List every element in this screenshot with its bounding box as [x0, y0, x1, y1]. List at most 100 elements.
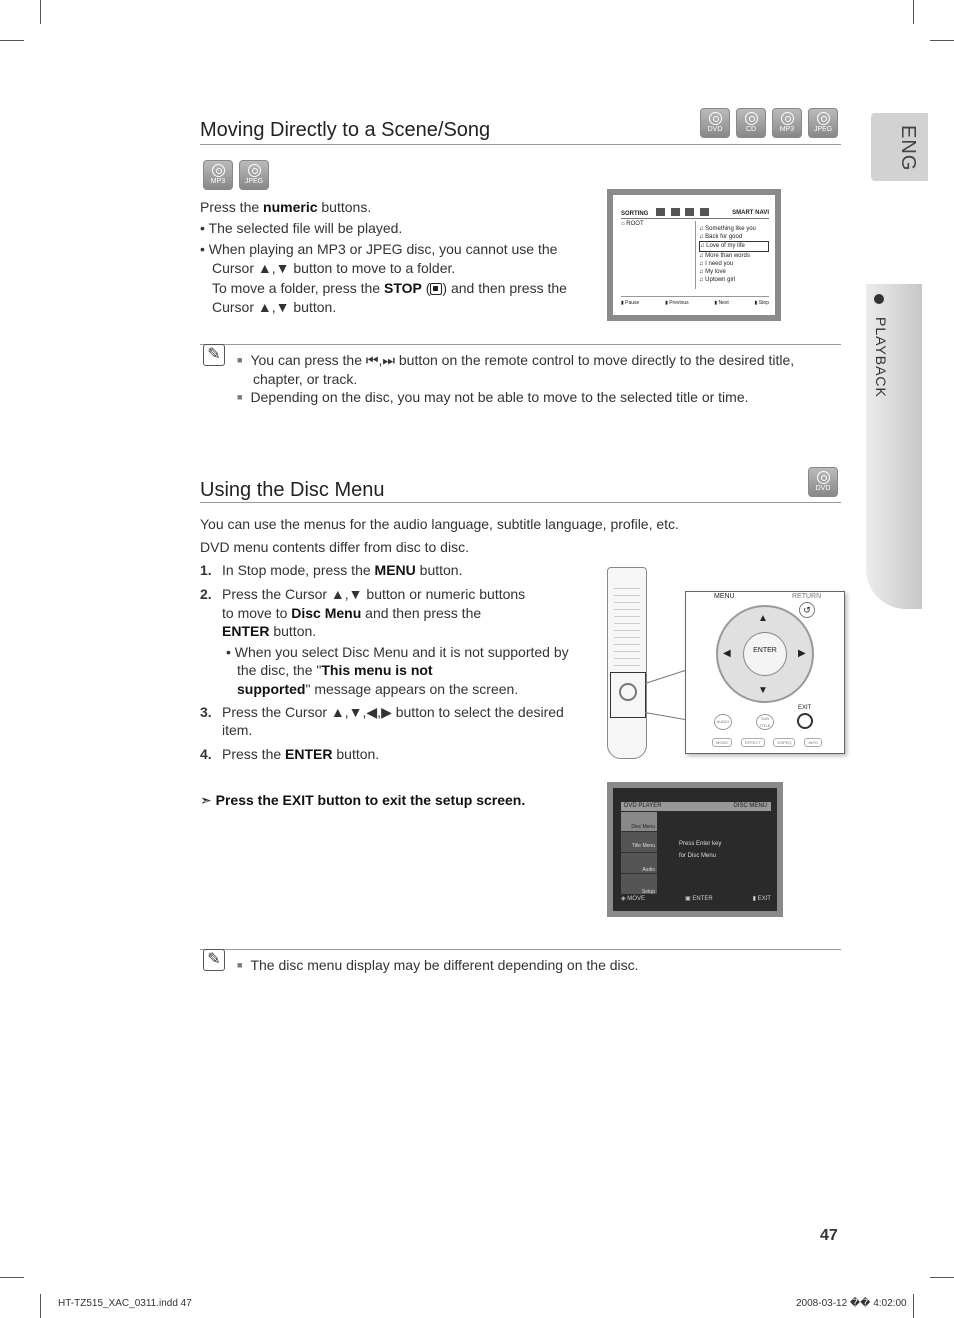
note-icon: ✎ [203, 949, 225, 971]
note2-item: ■Depending on the disc, you may not be a… [237, 389, 749, 405]
subtitle-button[interactable]: SUB TITLE [756, 714, 774, 730]
disc-menu-message: Press Enter key for Disc Menu [679, 838, 721, 862]
section2-intro-1: You can use the menus for the audio lang… [200, 516, 679, 532]
remote-zoom-panel: MENU RETURN ↺ ▲ ▼ ◀ ▶ ENTER EXIT AUDIO S… [685, 591, 845, 754]
folder-panel: ⌂ ROOT [621, 221, 696, 289]
right-arrow-icon[interactable]: ▶ [798, 648, 806, 659]
note1-item-line: chapter, or track. [253, 371, 358, 387]
section1-bullet-2-line: Cursor ▲,▼ button to move to a folder. [212, 260, 456, 276]
exit-button[interactable] [797, 713, 813, 729]
song-list: ♫ Something like you ♫ Back for good ♫ L… [699, 225, 769, 284]
disc-menu-topbar: DVD PLAYER DISC MENU [621, 802, 771, 811]
page-number: 47 [820, 1227, 838, 1244]
section1-bullet-2-line: Cursor ▲,▼ button. [212, 299, 337, 315]
next-hint: ▮ Next [714, 300, 729, 306]
mp3-browser-screen: SORTING SMART NAVI ⌂ ROOT ♫ Something li… [607, 189, 781, 321]
menu-item-audio[interactable]: Audio [621, 853, 657, 874]
remote-nav-highlight [610, 672, 646, 718]
cd-disc-icon: CD [736, 108, 766, 138]
enter-label: ENTER [753, 647, 777, 654]
list-item[interactable]: ♫ My love [699, 269, 726, 276]
footer-date: 2008-03-12 �� 4:02:00 [796, 1298, 907, 1309]
disc-menu-title: DISC MENU [733, 803, 767, 809]
step-4: 4.Press the ENTER button. [200, 746, 380, 762]
crop-mark [0, 1277, 24, 1278]
pause-hint: ▮ Pause [621, 300, 640, 306]
move-hint: ◈ MOVE [621, 896, 645, 902]
menu-item-setup[interactable]: Setup [641, 889, 655, 895]
enter-button[interactable]: ENTER [743, 632, 787, 676]
previous-hint: ▮ Previous [665, 300, 689, 306]
section1-title: Moving Directly to a Scene/Song [200, 119, 491, 141]
step-2: 2.Press the Cursor ▲,▼ button or numeric… [200, 586, 526, 602]
remote-button-grid [614, 582, 640, 674]
section1-rule [200, 144, 841, 145]
menu-item-title-menu[interactable]: Title Menu [621, 832, 657, 853]
note1-item: ■You can press the ⏮,⏭ button on the rem… [237, 352, 795, 368]
section2-intro-2: DVD menu contents differ from disc to di… [200, 539, 469, 555]
menu-item-disc-menu[interactable]: Disc Menu [621, 812, 657, 832]
mp3-disc-icon: MP3 [203, 160, 233, 190]
browser-topbar: SORTING SMART NAVI [621, 208, 769, 219]
music-icon [656, 208, 666, 216]
step-2-line: ENTER button. [222, 623, 317, 639]
arrow-icon: ➣ [200, 792, 216, 808]
list-item[interactable]: ♫ I need you [699, 260, 734, 267]
list-item[interactable]: ♫ Back for good [699, 234, 743, 241]
browser-footer: ▮ Pause ▮ Previous ▮ Next ▮ Stop [621, 296, 769, 306]
list-item[interactable]: ♫ Something like you [699, 226, 756, 232]
step-2-line: to move to Disc Menu and then press the [222, 605, 482, 621]
sorting-label: SORTING [621, 211, 649, 217]
video-icon [685, 208, 695, 216]
step-2-bullet: • When you select Disc Menu and it is no… [226, 644, 569, 660]
list-item[interactable]: ♫ More than words [699, 252, 750, 259]
enter-hint: ▣ ENTER [684, 896, 713, 902]
dspeq-button[interactable]: DSPEQ [773, 738, 796, 747]
info-button[interactable]: INFO [804, 738, 822, 747]
section-tab-bullet [874, 294, 884, 304]
return-button[interactable]: ↺ [799, 602, 815, 618]
exit-button-label: EXIT [798, 705, 812, 711]
step-2-bullet-line: the disc, the "This menu is not [237, 662, 433, 678]
list-item[interactable]: ♫ Love of my life [699, 241, 769, 252]
footer-file: HT-TZ515_XAC_0311.indd 47 [58, 1298, 192, 1309]
callout-line [644, 712, 687, 721]
remote-control [607, 567, 647, 759]
photo-icon [670, 208, 680, 216]
section2-title: Using the Disc Menu [200, 479, 385, 501]
note-icon: ✎ [203, 344, 225, 366]
mp3-disc-icon: MP3 [772, 108, 802, 138]
menu-button-label: MENU [714, 593, 735, 600]
audio-button[interactable]: AUDIO [714, 714, 732, 730]
step-1: 1.In Stop mode, press the MENU button. [200, 562, 463, 578]
smart-navi-label: SMART NAVI [732, 210, 769, 216]
lang-tab: ENG [871, 113, 928, 181]
section1-bullet-2: • When playing an MP3 or JPEG disc, you … [200, 241, 558, 257]
step-3-line: item. [222, 722, 253, 738]
disc-menu-screen: DVD PLAYER DISC MENU Disc Menu Title Men… [607, 782, 783, 917]
exit-hint: ▮ EXIT [752, 896, 771, 902]
exit-tip: ➣ Press the EXIT button to exit the setu… [200, 792, 526, 808]
lang-tab-label: ENG [897, 125, 919, 172]
mode-button[interactable]: MODE [712, 738, 732, 747]
crop-mark [930, 40, 954, 41]
message-line: Press Enter key [679, 841, 722, 847]
crop-mark [913, 1294, 914, 1318]
stop-hint: ▮ Stop [754, 300, 769, 306]
note1-rule [200, 344, 841, 345]
message-line: for Disc Menu [679, 853, 717, 859]
effect-button[interactable]: EFFECT [740, 738, 765, 747]
list-item[interactable]: ♫ Uptown girl [699, 277, 736, 284]
dvd-disc-icon: DVD [700, 108, 730, 138]
note3-item: ■The disc menu display may be different … [237, 957, 639, 973]
crop-mark [40, 1294, 41, 1318]
down-arrow-icon[interactable]: ▼ [758, 685, 768, 696]
section1-bullet-2-line: To move a folder, press the STOP () and … [212, 280, 567, 296]
up-arrow-icon[interactable]: ▲ [758, 613, 768, 624]
disc-menu-footer: ◈ MOVE ▣ ENTER ▮ EXIT [621, 895, 771, 902]
left-arrow-icon[interactable]: ◀ [723, 648, 731, 659]
crop-mark [930, 1277, 954, 1278]
section-tab: PLAYBACK [866, 284, 922, 609]
return-button-label: RETURN [792, 593, 822, 600]
nav-ring[interactable]: ▲ ▼ ◀ ▶ ENTER [716, 605, 814, 703]
